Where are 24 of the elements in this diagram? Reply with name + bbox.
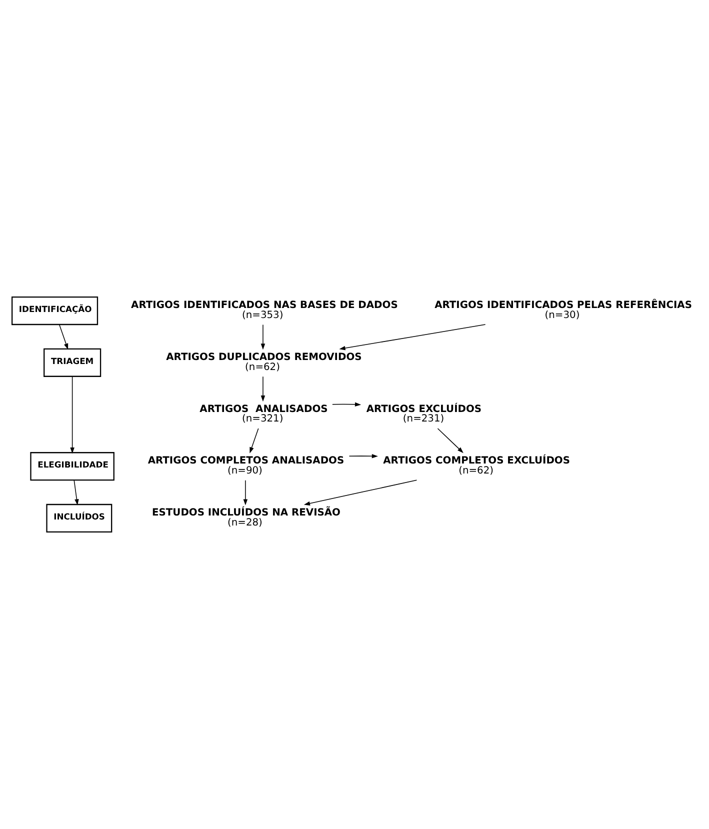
node-box: IDENTIFICAÇÃO (12, 296, 98, 326)
arrow (332, 402, 362, 407)
node-text: ARTIGOS ANALISADOS (n=321) (200, 404, 328, 425)
node-box: ELEGIBILIDADE (30, 452, 114, 481)
node-text: ARTIGOS COMPLETOS EXCLUÍDOS (n=62) (383, 456, 570, 477)
node-text: ARTIGOS COMPLETOS ANALISADOS (n=90) (148, 456, 344, 477)
arrow (260, 376, 266, 402)
arrow (437, 428, 464, 454)
arrow (339, 324, 486, 350)
arrow (74, 480, 79, 506)
arrow (243, 480, 248, 506)
node-box: INCLUÍDOS (46, 504, 112, 533)
arrow (304, 480, 418, 506)
node-text: ARTIGOS EXCLUÍDOS (n=231) (366, 404, 482, 425)
arrow (70, 376, 74, 454)
node-text: ARTIGOS DUPLICADOS REMOVIDOS (n=62) (166, 352, 362, 373)
arrow (348, 454, 378, 458)
arrow (59, 324, 68, 350)
node-text: ESTUDOS INCLUÍDOS NA REVISÃO (n=28) (152, 507, 340, 528)
node-text: ARTIGOS IDENTIFICADOS PELAS REFERÊNCIAS (n=30) (434, 300, 692, 321)
arrow (260, 324, 266, 350)
node-box: TRIAGEM (44, 348, 102, 377)
node-text: ARTIGOS IDENTIFICADOS NAS BASES DE DADOS (n=353) (131, 300, 398, 321)
arrow (250, 428, 259, 454)
